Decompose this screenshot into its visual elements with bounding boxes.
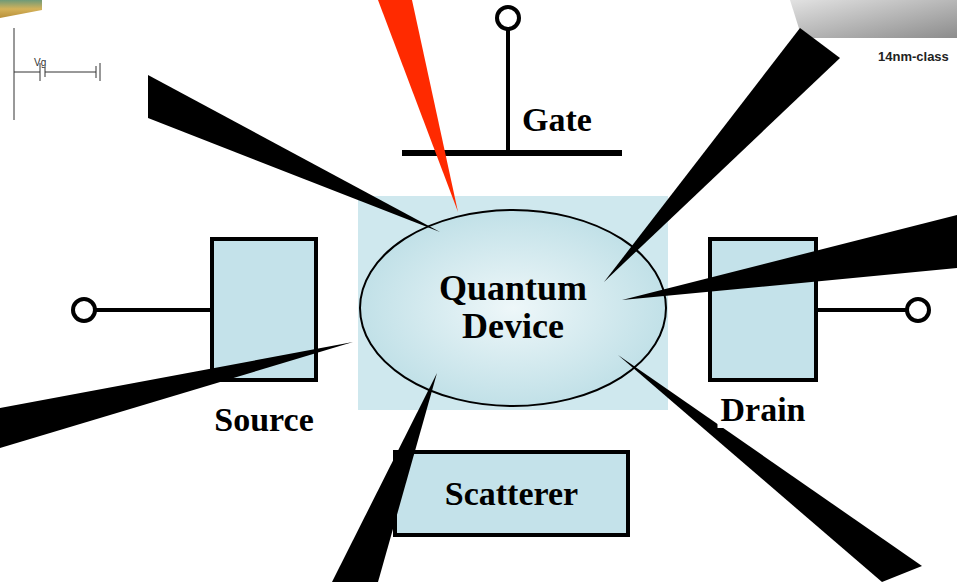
source-terminal [73, 299, 95, 321]
device-photo-fragment [0, 0, 42, 18]
bias-circuit [14, 28, 100, 120]
probe-tip [148, 75, 440, 232]
gate-terminal [497, 7, 519, 29]
node-text: Source [211, 402, 316, 438]
chip-photo-fragment [790, 0, 957, 38]
drain-electrode: Drain [708, 237, 818, 382]
node-text: Scatterer [445, 476, 578, 512]
gate-electrode [402, 150, 622, 156]
source-wire [96, 308, 212, 312]
probe-tip [618, 355, 922, 582]
device-region [358, 196, 668, 410]
photo-caption: 14nm-class [878, 49, 949, 64]
voltage-label: Vg [34, 57, 46, 68]
drain-wire [816, 308, 906, 312]
laser-probe [378, 0, 458, 212]
gate-wire [506, 30, 510, 153]
gate-label: Gate [522, 101, 592, 139]
node-text: Quantum Device [403, 270, 623, 346]
drain-terminal [907, 299, 929, 321]
node-text: Drain [718, 392, 809, 428]
ellipse-shape [360, 210, 666, 406]
quantum-device: Quantum Device [358, 208, 668, 408]
source-electrode: Source [210, 237, 318, 382]
scatterer-box: Scatterer [393, 450, 630, 537]
